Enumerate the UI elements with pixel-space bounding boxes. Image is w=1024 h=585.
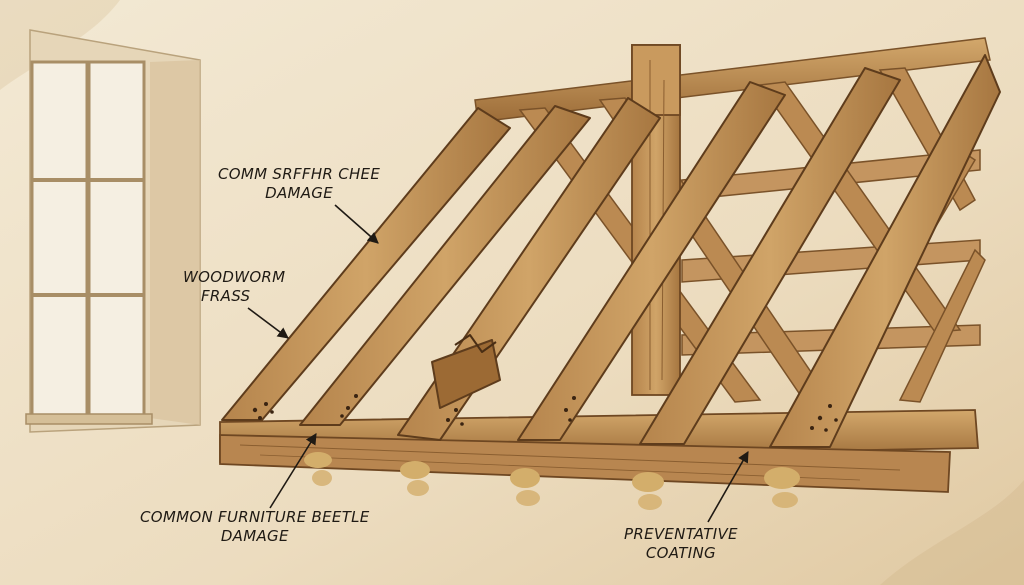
label-beetle-line1: COMMON FURNITURE BEETLE	[140, 508, 370, 526]
leader-upper-damage	[334, 204, 379, 244]
label-upper-damage-line2: DAMAGE	[265, 184, 334, 202]
rafters	[221, 54, 1001, 448]
rafter-6	[769, 54, 1001, 448]
woodworm-holes	[252, 394, 838, 432]
leader-frass	[247, 307, 289, 339]
rafter-2	[299, 105, 591, 426]
rafter-4	[517, 81, 786, 441]
label-coating-line1: PREVENTATIVE	[624, 525, 738, 543]
paper-stain	[880, 480, 1024, 585]
label-coating-line2: COATING	[645, 544, 716, 562]
leader-beetle	[269, 433, 317, 509]
label-frass-line1: WOODWORM	[183, 268, 286, 286]
frass-piles	[304, 452, 800, 510]
rafter-1	[221, 107, 511, 421]
label-beetle-damage: COMMON FURNITURE BEETLE DAMAGE	[140, 508, 370, 546]
leader-coating	[707, 451, 749, 523]
label-preventative-coating: PREVENTATIVE COATING	[624, 525, 738, 563]
label-upper-damage: COMM SRFFHR CHEE DAMAGE	[218, 165, 380, 203]
window	[25, 29, 201, 433]
rafter-break	[431, 339, 501, 409]
label-frass-line2: FRASS	[201, 287, 251, 305]
label-beetle-line2: DAMAGE	[220, 527, 289, 545]
leader-lines	[247, 204, 749, 523]
label-frass: WOODWORM FRASS	[183, 268, 285, 306]
label-upper-damage-line1: COMM SRFFHR CHEE	[218, 165, 381, 183]
rafter-5	[639, 67, 901, 445]
